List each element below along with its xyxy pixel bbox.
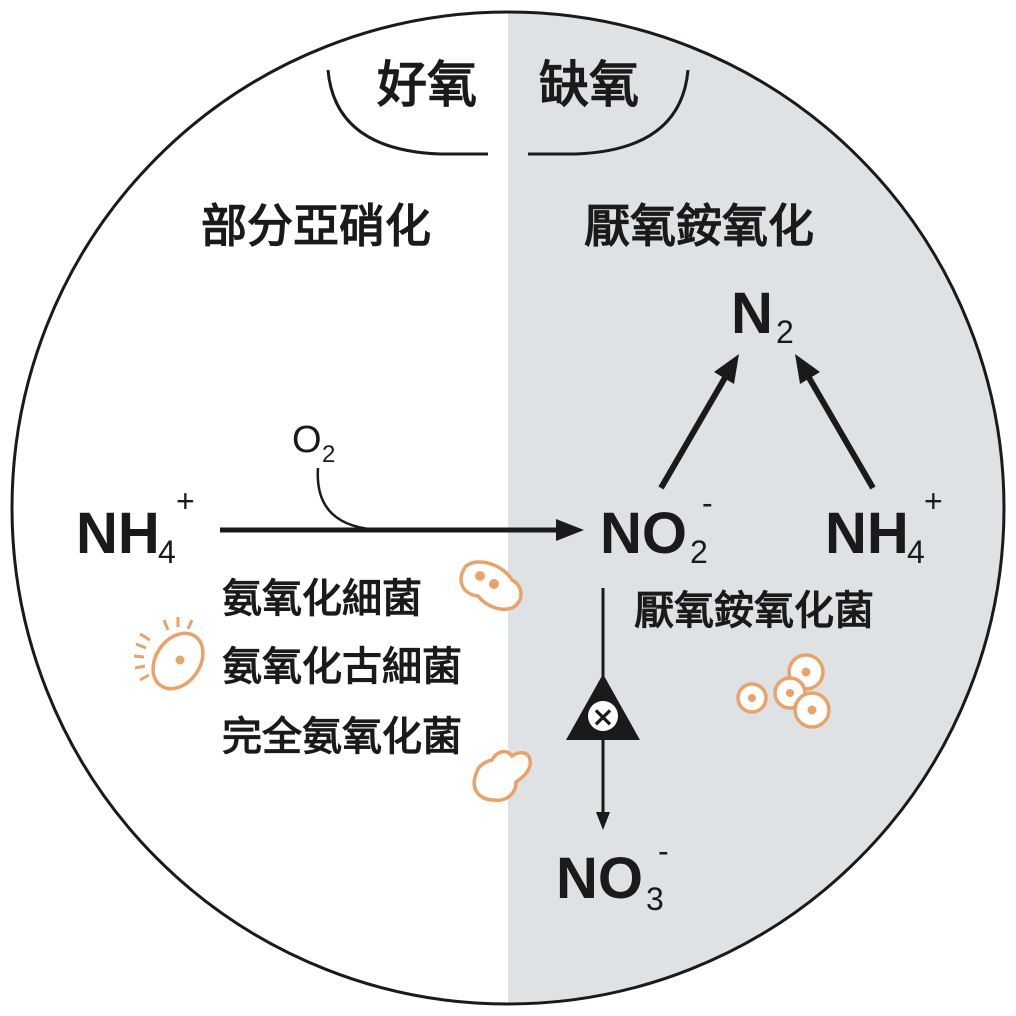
species-nh4-left-sup: + bbox=[176, 483, 195, 519]
species-no3: NO bbox=[556, 846, 643, 911]
species-nh4-right-sup: + bbox=[924, 483, 943, 519]
blocked-x-icon: × bbox=[591, 700, 614, 733]
species-no2-sub: 2 bbox=[690, 534, 708, 570]
microbe-label-aoa: 氨氧化古細菌 bbox=[222, 644, 462, 690]
species-no2: NO bbox=[600, 501, 687, 566]
arrow-nh4-to-no2-head bbox=[556, 519, 584, 541]
process-partial-nitritation: 部分亞硝化 bbox=[201, 199, 431, 253]
comammox-bacteria-icon bbox=[472, 749, 532, 803]
anammox-bacteria-icon bbox=[736, 653, 831, 729]
species-n2: N bbox=[731, 281, 773, 346]
arrow-nh4-to-n2-head bbox=[795, 354, 820, 384]
species-nh4-left-sub: 4 bbox=[158, 534, 176, 570]
arrow-nh4-to-n2 bbox=[805, 374, 876, 490]
species-n2-sub: 2 bbox=[776, 314, 794, 350]
species-o2-sub: 2 bbox=[322, 441, 335, 468]
process-anammox: 厭氧銨氧化 bbox=[584, 199, 814, 253]
species-nh4-left: NH bbox=[76, 501, 160, 566]
species-nh4-right-sub: 4 bbox=[907, 534, 925, 570]
archaea-icon bbox=[133, 617, 205, 691]
species-o2: O bbox=[292, 419, 322, 461]
aob-bacteria-icon bbox=[459, 560, 523, 611]
anoxic-bracket bbox=[528, 69, 690, 156]
arrow-no2-to-n2-head bbox=[714, 354, 739, 384]
microbe-label-aob: 氨氧化細菌 bbox=[222, 576, 422, 622]
arrow-no2-to-n2 bbox=[658, 374, 729, 490]
species-no3-sub: 3 bbox=[646, 881, 664, 917]
aerobic-bracket bbox=[326, 69, 488, 156]
species-nh4-right: NH bbox=[825, 501, 909, 566]
arrow-no2-to-no3-head bbox=[596, 812, 610, 830]
microbe-label-comammox: 完全氨氧化菌 bbox=[222, 714, 462, 760]
zone-aerobic-label: 好氧 bbox=[376, 56, 477, 114]
species-no2-sup: - bbox=[702, 485, 713, 521]
zone-anoxic-label: 缺氧 bbox=[539, 56, 639, 114]
outer-circle bbox=[10, 10, 1006, 1006]
microbe-label-anammox: 厭氧銨氧化菌 bbox=[634, 588, 874, 634]
arrow-o2-input bbox=[316, 467, 383, 532]
blocked-circle bbox=[588, 701, 618, 731]
species-no3-sup: - bbox=[658, 833, 669, 869]
